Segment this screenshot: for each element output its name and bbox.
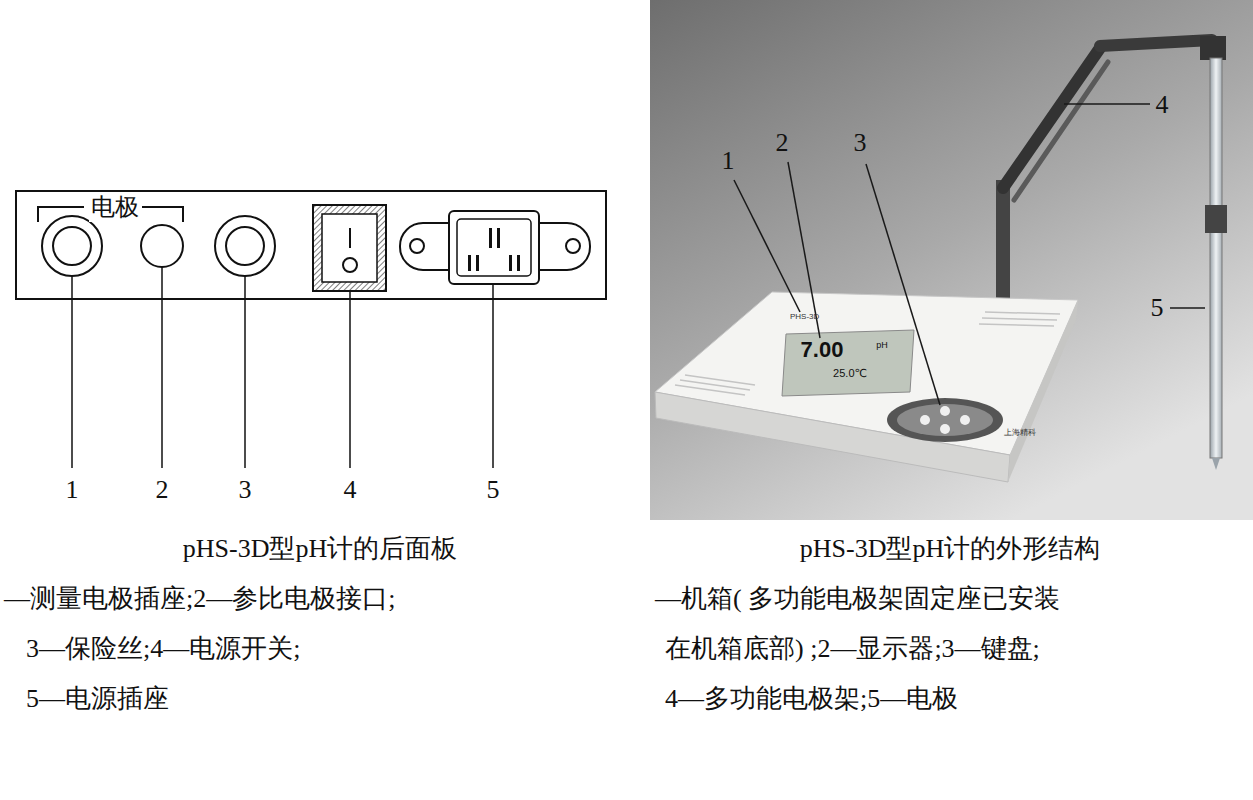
- leader-line: [349, 291, 351, 468]
- cabinet-side: [1008, 300, 1078, 482]
- electrode-holder: [1205, 205, 1227, 233]
- model-badge: PHS-3D: [790, 312, 819, 322]
- measuring-socket-inner: [53, 227, 91, 265]
- callout-number: 1: [722, 145, 735, 176]
- cabinet-front: [655, 392, 1010, 482]
- vent: [982, 318, 1057, 320]
- key-text: 在机箱底部) ;2—显示器;3—键盘;: [665, 633, 1040, 664]
- stand-arm: [1100, 40, 1212, 46]
- photo-background: [650, 0, 1253, 520]
- measuring-socket: [42, 216, 102, 276]
- callout-number: 5: [487, 474, 500, 505]
- fuse-holder: [215, 216, 275, 276]
- figure-caption: pHS-3D型pH计的后面板: [183, 533, 457, 564]
- node-label: 电极: [89, 194, 141, 222]
- display-unit: pH: [876, 340, 888, 351]
- screw-hole: [566, 239, 580, 253]
- key-text: —机箱( 多功能电极架固定座已安装: [655, 583, 1060, 614]
- leader-line: [734, 180, 800, 312]
- key-text: 4—多功能电极架;5—电极: [665, 683, 958, 714]
- reference-socket: [141, 225, 183, 267]
- leader-line: [1170, 307, 1205, 309]
- vent: [675, 385, 745, 395]
- key: [960, 415, 970, 425]
- leader-line: [492, 284, 494, 468]
- leader-line: [71, 276, 73, 468]
- power-socket: [449, 211, 539, 284]
- pin: [476, 255, 479, 271]
- switch-off-mark: [343, 258, 357, 272]
- vent-grille: [675, 312, 1060, 395]
- electrode-tip: [1212, 458, 1220, 470]
- vent: [685, 375, 755, 385]
- callout-number: 4: [1156, 89, 1169, 120]
- electrode: [1210, 58, 1222, 458]
- key-text: 5—电源插座: [26, 683, 169, 714]
- display-readout: 25.0℃: [833, 367, 867, 380]
- keypad-inner: [897, 404, 993, 436]
- switch-on-mark: [349, 228, 351, 248]
- vent: [979, 324, 1054, 326]
- back-panel: 电极: [15, 190, 607, 300]
- leader-line: [161, 267, 163, 468]
- vent: [680, 380, 750, 390]
- figure-caption: pHS-3D型pH计的外形结构: [800, 533, 1100, 564]
- callout-number: 5: [1151, 292, 1164, 323]
- leader-line: [244, 276, 246, 468]
- callout-number: 3: [854, 127, 867, 158]
- callout-number: 3: [239, 474, 252, 505]
- callout-number: 2: [776, 127, 789, 158]
- pin: [489, 228, 492, 248]
- stand-arm: [1003, 48, 1100, 188]
- key: [940, 406, 950, 416]
- switch-bezel: [313, 205, 386, 291]
- meter-body: [655, 292, 1078, 482]
- switch-rocker: [322, 214, 377, 282]
- display-screen: [782, 330, 914, 396]
- vent: [985, 312, 1060, 314]
- pin: [517, 255, 520, 271]
- leader-lines: [72, 267, 493, 468]
- callout-number: 1: [66, 474, 79, 505]
- fuse-holder-inner: [226, 227, 264, 265]
- pin: [468, 255, 471, 271]
- keypad: [887, 398, 1003, 442]
- socket-pins: [468, 228, 520, 271]
- key: [940, 424, 950, 434]
- stand-post: [996, 180, 1010, 305]
- pin: [509, 255, 512, 271]
- key-text: 3—保险丝;4—电源开关;: [26, 633, 300, 664]
- leader-line: [1064, 103, 1150, 105]
- callout-number: 4: [344, 474, 357, 505]
- photo-leaders: [734, 104, 1205, 405]
- key: [920, 415, 930, 425]
- power-socket-inner: [457, 219, 531, 276]
- key-text: —测量电极插座;2—参比电极接口;: [4, 583, 395, 614]
- leader-line: [866, 164, 940, 405]
- stand-arm: [1014, 62, 1108, 200]
- brand-text: 上海精科: [1004, 428, 1036, 438]
- pin: [497, 228, 500, 248]
- display-readout: 7.00: [801, 337, 844, 363]
- electrode-clamp: [1200, 36, 1226, 60]
- screw-hole: [410, 239, 424, 253]
- leader-line: [788, 162, 820, 338]
- callout-number: 2: [156, 474, 169, 505]
